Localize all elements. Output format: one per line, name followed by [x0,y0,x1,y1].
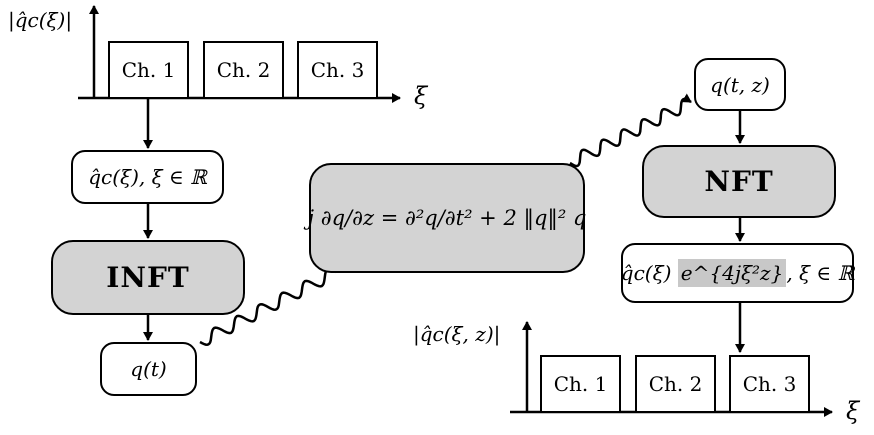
top-spectrum-ylabel: |q̂c(ξ)| [8,8,73,32]
spectrum-input-box: q̂c(ξ), ξ ∈ ℝ [71,150,224,204]
top-channel-3: Ch. 3 [297,41,378,99]
bottom-channel-1: Ch. 1 [540,355,621,413]
output-spectrum-box: q̂c(ξ) e^{4jξ²z} , ξ ∈ ℝ [621,243,854,303]
top-channel-2: Ch. 2 [203,41,284,99]
propagated-signal-box: q(t, z) [694,58,786,111]
inft-block: INFT [51,240,245,315]
bottom-channel-2: Ch. 2 [635,355,716,413]
nlse-equation-box: j ∂q/∂z = ∂²q/∂t² + 2 ‖q‖² q [307,163,587,273]
wavy-arrow-qt-to-nlse [199,263,337,346]
top-spectrum-xlabel: ξ [414,82,428,110]
output-spectrum-suffix: , ξ ∈ ℝ [786,261,855,285]
nft-block: NFT [642,145,836,218]
bottom-spectrum-ylabel: |q̂c(ξ, z)| [413,322,501,346]
phase-term: e^{4jξ²z} [677,259,787,287]
nlse-equation: j ∂q/∂z = ∂²q/∂t² + 2 ‖q‖² q [307,206,587,230]
time-signal-box: q(t) [100,342,197,396]
wavy-arrow-nlse-to-qtz [569,93,692,168]
output-spectrum-prefix: q̂c(ξ) [620,261,672,285]
bottom-channel-3: Ch. 3 [729,355,810,413]
top-channel-1: Ch. 1 [108,41,189,99]
bottom-spectrum-xlabel: ξ [846,397,860,425]
